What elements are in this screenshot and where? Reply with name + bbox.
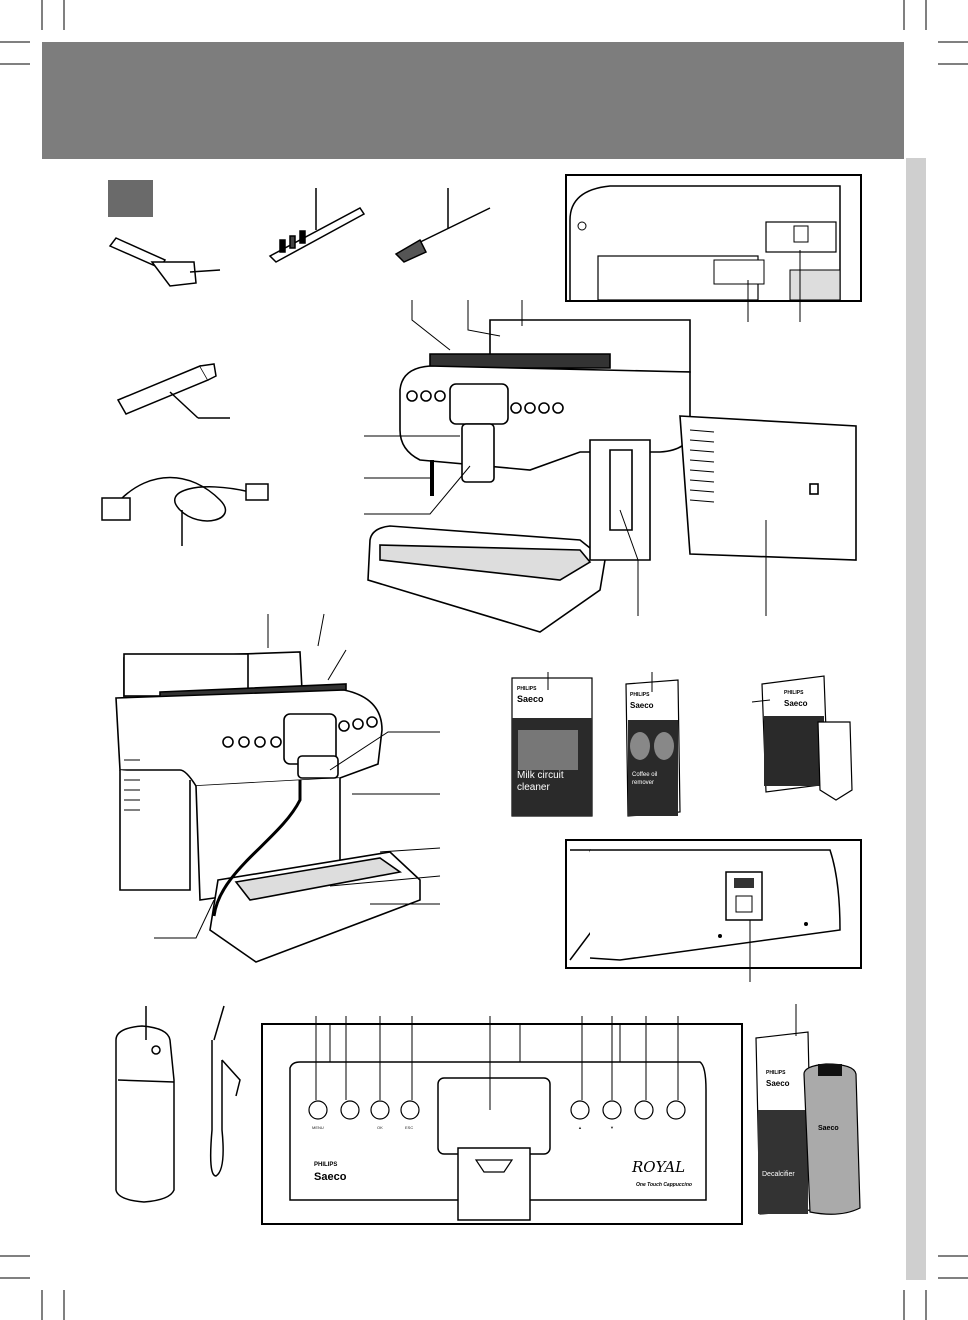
control-panel-detail: MENU OK ESC ▲ ▼ PHILIPS Saeco ROYAL One … [261,1016,743,1225]
milk-tube [209,1005,241,1177]
coffee-oil-remover-box: PHILIPS Saeco Coffee oil remover [625,672,681,817]
detail-box-top [565,174,862,322]
panel-model: ROYAL [631,1158,685,1176]
panel-brand: Saeco [314,1171,347,1183]
water-filter-brand-top: PHILIPS [784,690,804,696]
water-filter-brand: Saeco [784,699,808,708]
milk-cleaner-brand-top: PHILIPS [517,686,537,692]
water-filter-box: PHILIPS Saeco [751,675,853,801]
cleaning-brush [394,188,491,263]
detail-box-power-switch [565,839,862,982]
water-hardness-strip [268,188,366,263]
button-label-menu: MENU [312,1125,324,1130]
oil-remover-brand-top: PHILIPS [630,692,650,698]
oil-remover-title-2: remover [632,780,654,786]
decalcifier-title: Decalcifier [762,1171,795,1178]
decalcifier-brand-top: PHILIPS [766,1070,786,1076]
machine-side-view [115,651,421,963]
control-panel-buttons [308,1100,686,1120]
header-band [42,42,904,159]
measuring-scoop [108,237,221,287]
power-cord [101,476,269,546]
machine-front-callouts [364,300,767,616]
milk-circuit-cleaner-box: PHILIPS Saeco Milk circuit cleaner [511,672,593,817]
decalcifier-product: PHILIPS Saeco Saeco Decalcifier [755,1004,861,1215]
panel-tagline: One Touch Cappuccino [636,1182,692,1188]
control-panel-callouts [315,1016,679,1110]
milk-cleaner-title-2: cleaner [517,782,550,793]
oil-remover-brand: Saeco [630,701,654,710]
panel-brand-top: PHILIPS [314,1162,337,1168]
button-label-ok: OK [377,1125,383,1130]
machine-side-callouts [154,613,441,939]
button-label-down: ▼ [610,1125,614,1130]
milk-cleaner-title-1: Milk circuit [517,770,564,781]
control-panel-button-labels: MENU OK ESC ▲ ▼ [312,1125,614,1130]
milk-carafe [115,1006,175,1203]
milk-cleaner-brand: Saeco [517,694,544,704]
button-label-up: ▲ [578,1125,582,1130]
decalcifier-bottle-brand: Saeco [818,1125,839,1132]
oil-remover-title-1: Coffee oil [632,772,657,778]
side-strip [906,158,926,1280]
button-label-esc: ESC [405,1125,413,1130]
section-badge [108,180,153,217]
decalcifier-brand: Saeco [766,1079,790,1088]
lubricant-tube [116,363,230,419]
machine-front-view [367,319,857,633]
